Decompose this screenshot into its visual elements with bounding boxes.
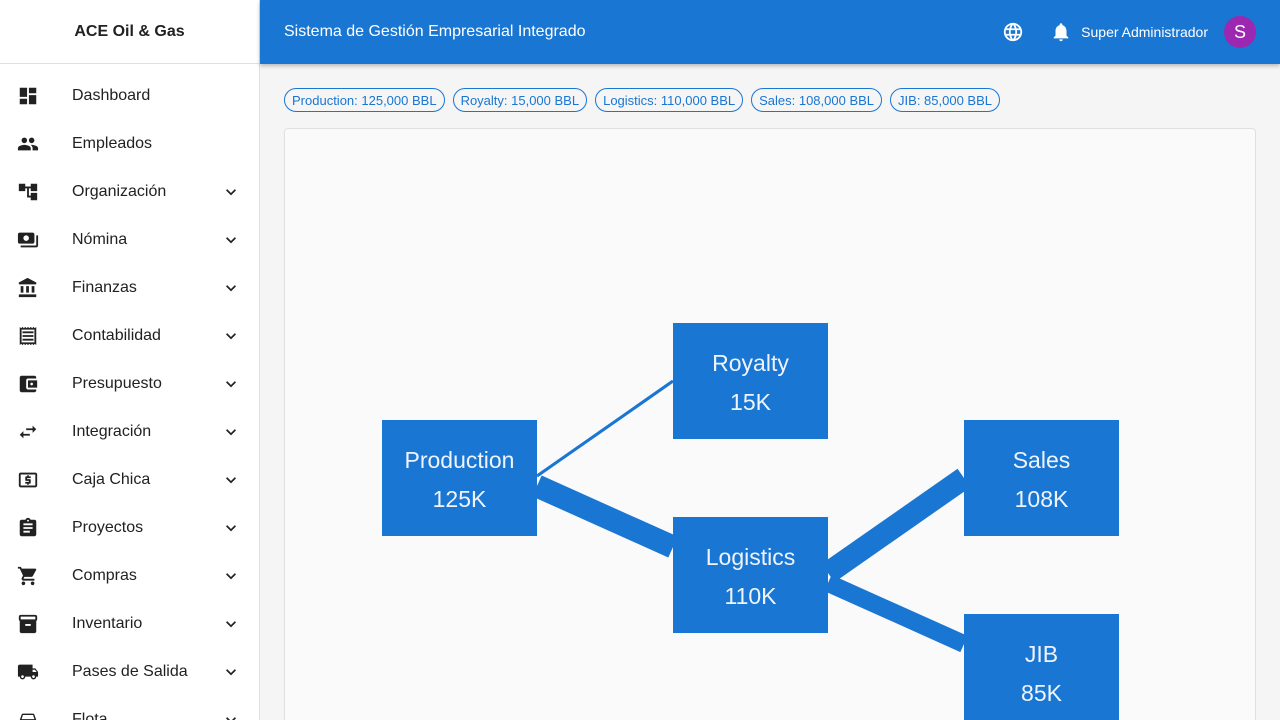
sidebar-item-caja-chica[interactable]: Caja Chica xyxy=(0,456,259,504)
chevron-down-icon[interactable] xyxy=(221,518,241,538)
chevron-down-icon[interactable] xyxy=(221,182,241,202)
node-box xyxy=(964,420,1119,536)
app-title: Sistema de Gestión Empresarial Integrado xyxy=(284,23,586,40)
node-name-label: Sales xyxy=(1013,447,1071,473)
sidebar-item-inventario[interactable]: Inventario xyxy=(0,600,259,648)
chevron-down-icon[interactable] xyxy=(221,278,241,298)
chip-jib: JIB: 85,000 BBL xyxy=(890,88,1000,112)
node-name-label: JIB xyxy=(1025,641,1058,667)
sidebar-item-label: Proyectos xyxy=(72,519,144,536)
node-name-label: Royalty xyxy=(712,350,789,376)
sidebar-item-label: Compras xyxy=(72,567,137,584)
node-box xyxy=(382,420,537,536)
sidebar-item-label: Finanzas xyxy=(72,279,137,296)
summary-chips: Production: 125,000 BBL Royalty: 15,000 … xyxy=(284,88,1000,112)
sidebar-item-label: Dashboard xyxy=(72,87,151,104)
sidebar-item-integracion[interactable]: Integración xyxy=(0,408,259,456)
sidebar-item-label: Contabilidad xyxy=(72,327,161,344)
truck-icon xyxy=(16,660,40,684)
node-value-label: 15K xyxy=(730,389,772,415)
chevron-down-icon[interactable] xyxy=(221,422,241,442)
sidebar-item-contabilidad[interactable]: Contabilidad xyxy=(0,312,259,360)
node-royalty[interactable]: Royalty 15K xyxy=(673,323,828,439)
node-value-label: 110K xyxy=(724,583,777,609)
link-logistics-sales xyxy=(821,468,971,583)
node-box xyxy=(673,517,828,633)
payments-icon xyxy=(16,228,40,252)
sidebar-item-label: Presupuesto xyxy=(72,375,162,392)
sidebar-item-flota[interactable]: Flota xyxy=(0,696,259,720)
chip-production: Production: 125,000 BBL xyxy=(284,88,445,112)
sidebar-item-label: Inventario xyxy=(72,615,143,632)
wallet-icon xyxy=(16,372,40,396)
clipboard-icon xyxy=(16,516,40,540)
app-header: Sistema de Gestión Empresarial Integrado… xyxy=(260,0,1280,64)
chevron-down-icon[interactable] xyxy=(221,470,241,490)
sidebar-item-proyectos[interactable]: Proyectos xyxy=(0,504,259,552)
chevron-down-icon[interactable] xyxy=(221,326,241,346)
chevron-down-icon[interactable] xyxy=(221,662,241,682)
node-name-label: Logistics xyxy=(706,544,795,570)
sidebar-item-organizacion[interactable]: Organización xyxy=(0,168,259,216)
sankey-chart: Production 125K Royalty 15K Logistics 110K Sal… xyxy=(382,323,1119,720)
sidebar-item-dashboard[interactable]: Dashboard xyxy=(0,72,259,120)
node-value-label: 85K xyxy=(1021,680,1063,706)
receipt-icon xyxy=(16,324,40,348)
sidebar-item-finanzas[interactable]: Finanzas xyxy=(0,264,259,312)
node-name-label: Production xyxy=(405,447,515,473)
node-logistics[interactable]: Logistics 110K xyxy=(673,517,828,633)
car-icon xyxy=(16,708,40,720)
brand-title: ACE Oil & Gas xyxy=(0,0,259,64)
sidebar-item-label: Empleados xyxy=(72,135,153,152)
chip-royalty: Royalty: 15,000 BBL xyxy=(452,88,588,112)
link-production-logistics xyxy=(532,475,678,558)
sankey-chart-panel: Production 125K Royalty 15K Logistics 110K Sal… xyxy=(284,128,1256,720)
sidebar-item-presupuesto[interactable]: Presupuesto xyxy=(0,360,259,408)
chevron-down-icon[interactable] xyxy=(221,374,241,394)
chip-logistics: Logistics: 110,000 BBL xyxy=(595,88,744,112)
inventory-icon xyxy=(16,612,40,636)
swap-icon xyxy=(16,420,40,444)
globe-icon xyxy=(1003,22,1023,42)
cash-icon xyxy=(16,468,40,492)
avatar[interactable]: S xyxy=(1224,16,1256,48)
chip-sales: Sales: 108,000 BBL xyxy=(751,88,883,112)
sidebar-item-nomina[interactable]: Nómina xyxy=(0,216,259,264)
sidebar-item-label: Flota xyxy=(72,711,108,720)
user-name[interactable]: Super Administrador xyxy=(1081,24,1208,40)
chevron-down-icon[interactable] xyxy=(221,566,241,586)
sidebar-item-empleados[interactable]: Empleados xyxy=(0,120,259,168)
sidebar-nav: Dashboard Empleados Organización Nómina … xyxy=(0,64,259,720)
cart-icon xyxy=(16,564,40,588)
chevron-down-icon[interactable] xyxy=(221,614,241,634)
link-production-royalty xyxy=(536,379,674,478)
node-box xyxy=(673,323,828,439)
language-button[interactable] xyxy=(993,12,1033,52)
node-value-label: 108K xyxy=(1015,486,1069,512)
link-logistics-jib xyxy=(824,574,968,653)
chevron-down-icon[interactable] xyxy=(221,230,241,250)
people-icon xyxy=(16,132,40,156)
sidebar: ACE Oil & Gas Dashboard Empleados Organi… xyxy=(0,0,260,720)
node-sales[interactable]: Sales 108K xyxy=(964,420,1119,536)
dashboard-icon xyxy=(16,84,40,108)
sidebar-item-pases-de-salida[interactable]: Pases de Salida xyxy=(0,648,259,696)
sidebar-item-label: Organización xyxy=(72,183,167,200)
notifications-button[interactable] xyxy=(1041,12,1081,52)
node-box xyxy=(964,614,1119,720)
chevron-down-icon[interactable] xyxy=(221,710,241,720)
node-production[interactable]: Production 125K xyxy=(382,420,537,536)
sidebar-item-label: Nómina xyxy=(72,231,128,248)
sidebar-item-label: Caja Chica xyxy=(72,471,151,488)
bank-icon xyxy=(16,276,40,300)
node-jib[interactable]: JIB 85K xyxy=(964,614,1119,720)
sidebar-item-label: Pases de Salida xyxy=(72,663,188,680)
node-value-label: 125K xyxy=(433,486,487,512)
sidebar-item-compras[interactable]: Compras xyxy=(0,552,259,600)
org-tree-icon xyxy=(16,180,40,204)
bell-icon xyxy=(1053,23,1069,42)
sidebar-item-label: Integración xyxy=(72,423,152,440)
